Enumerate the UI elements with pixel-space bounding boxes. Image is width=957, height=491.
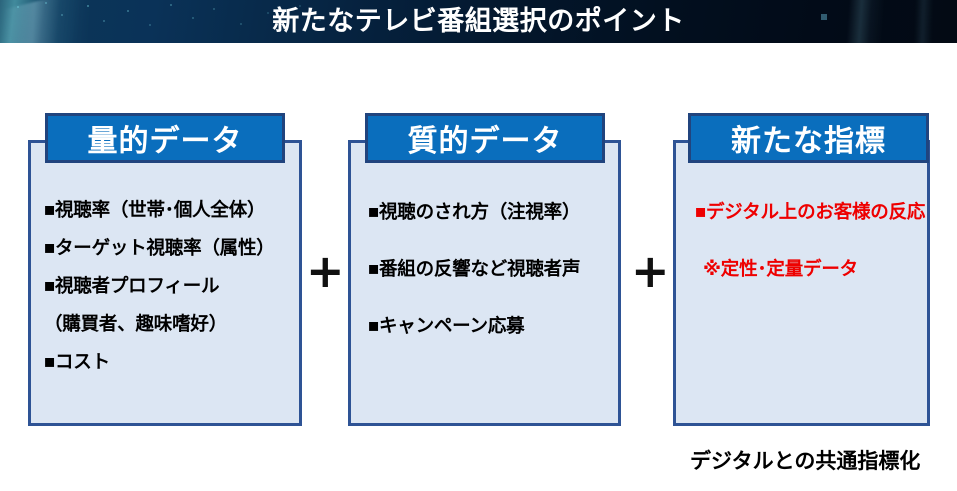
list-item: ■ターゲット視聴率（属性） [44,237,275,258]
list-item: （購買者、趣味嗜好） [44,313,228,334]
list-item: ■デジタル上のお客様の反応 [695,201,926,222]
footer-caption: デジタルとの共通指標化 [690,450,921,473]
list-item: ■キャンペーン応募 [368,315,525,336]
panel-header-qualitative-data: 質的データ [365,113,605,163]
list-item: ■コスト [44,351,110,372]
page-title: 新たなテレビ番組選択のポイント [272,6,685,36]
panel-header-new-metrics: 新たな指標 [688,113,929,163]
banner-pixel-dust-decoration [0,0,330,43]
list-item: ■視聴者プロフィール [44,275,220,296]
panel-new-metrics [673,140,930,426]
banner-pixel-dot-decoration [821,14,827,20]
panel-body-new-metrics: ■デジタル上のお客様の反応 ※定性･定量データ [679,198,934,312]
title-banner: 新たなテレビ番組選択のポイント [0,0,957,43]
panel-quantitative-data [28,140,302,426]
panel-header-quantitative-data: 量的データ [45,113,285,163]
panel-qualitative-data [348,140,621,426]
panel-body-qualitative-data: ■視聴のされ方（注視率） ■番組の反響など視聴者声 ■キャンペーン応募 [352,198,622,369]
list-item: ■視聴率（世帯･個人全体） [44,199,266,220]
list-item: ■番組の反響など視聴者声 [368,258,581,279]
plus-operator-icon: + [631,244,670,298]
panel-body-quantitative-data: ■視聴率（世帯･個人全体） ■ターゲット視聴率（属性） ■視聴者プロフィール （… [28,196,302,386]
plus-operator-icon: + [306,244,345,298]
list-item: ■視聴のされ方（注視率） [368,201,581,222]
list-item: ※定性･定量データ [703,258,858,279]
